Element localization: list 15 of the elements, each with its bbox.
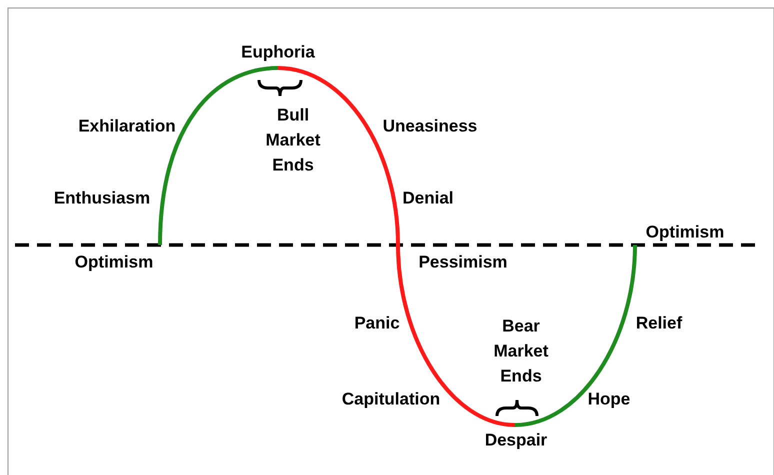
emotion-stage-label: Exhilaration <box>78 116 176 138</box>
emotion-stage-label: Optimism <box>74 252 154 274</box>
emotion-stage-label: Panic <box>354 312 400 334</box>
emotion-stage-label: Capitulation <box>342 388 440 410</box>
emotion-stage-label: Euphoria <box>241 42 315 64</box>
market-turn-note: Bull Market Ends <box>264 104 322 176</box>
emotion-stage-label: Enthusiasm <box>54 188 150 210</box>
market-turn-note: Bear Market Ends <box>492 316 550 388</box>
emotion-stage-label: Optimism <box>646 222 724 244</box>
emotion-stage-label: Relief <box>636 312 682 334</box>
emotion-stage-label: Pessimism <box>418 252 508 274</box>
emotion-stage-label: Despair <box>484 430 548 452</box>
emotion-stage-label: Uneasiness <box>382 116 478 138</box>
emotion-stage-label: Denial <box>402 188 454 210</box>
emotion-stage-label: Hope <box>588 388 630 410</box>
